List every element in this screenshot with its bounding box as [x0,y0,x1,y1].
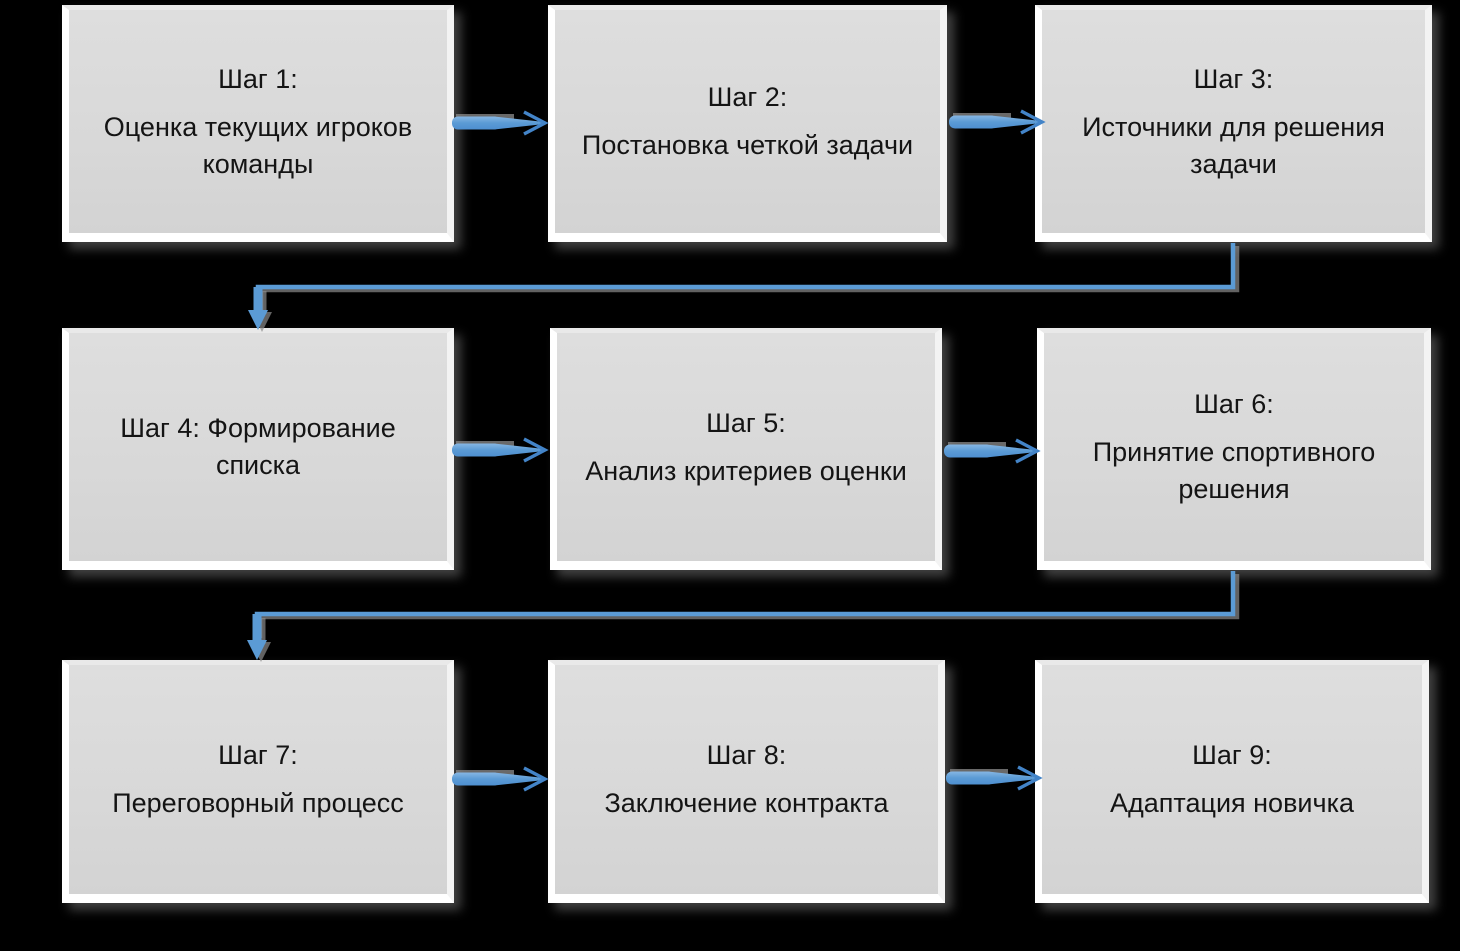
arrow-step1-to-step2 [450,110,547,136]
step-box-1: Шаг 1: Оценка текущих игроков команды [62,5,454,242]
step-1-text: Оценка текущих игроков команды [103,111,413,179]
step-8-title: Шаг 8: [706,740,787,770]
step-6-text: Принятие спортивного решения [1092,437,1376,504]
step-box-5: Шаг 5: Анализ критериев оценки [550,328,942,570]
step-box-7: Шаг 7: Переговорный процесс [62,660,454,903]
step-1-title: Шаг 1: [218,63,298,94]
arrow-step5-to-step6 [942,438,1039,464]
arrow-step7-to-step8 [450,766,547,792]
arrow-step2-to-step3 [947,109,1044,135]
step-7-text: Переговорный процесс [112,788,404,818]
step-7-title: Шаг 7: [218,740,298,770]
step-3-text: Источники для решения задачи [1082,111,1385,179]
step-2-title: Шаг 2: [707,82,788,112]
step-8-text: Заключение контракта [604,788,889,818]
step-box-2: Шаг 2: Постановка четкой задачи [548,5,947,242]
arrow-step8-to-step9 [944,765,1041,791]
step-box-9: Шаг 9: Адаптация новичка [1035,660,1429,903]
arrow-step6-to-step7 [247,571,1240,662]
step-5-text: Анализ критериев оценки [585,455,907,486]
step-box-6: Шаг 6: Принятие спортивного решения [1037,328,1431,570]
step-5-title: Шаг 5: [706,407,786,438]
step-9-text: Адаптация новичка [1110,788,1354,818]
step-9-title: Шаг 9: [1192,740,1272,770]
step-6-title: Шаг 6: [1194,389,1274,419]
step-box-3: Шаг 3: Источники для решения задачи [1035,5,1432,242]
arrow-step4-to-step5 [450,437,547,463]
step-2-text: Постановка четкой задачи [581,130,914,160]
step-box-4: Шаг 4: Формирование списка [62,328,454,570]
step-box-8: Шаг 8: Заключение контракта [548,660,945,903]
step-4-text: Шаг 4: Формирование списка [120,413,396,480]
arrow-step3-to-step4 [248,243,1240,332]
step-3-title: Шаг 3: [1193,63,1274,94]
